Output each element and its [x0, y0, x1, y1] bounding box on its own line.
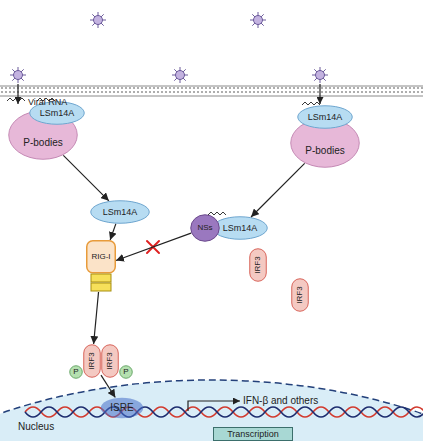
signal-arrow: [94, 292, 99, 344]
phosphate-circle: P: [119, 365, 133, 379]
phosphate-circle: P: [69, 365, 83, 379]
virus-particle: [90, 12, 106, 28]
entry-arrow: [319, 84, 320, 104]
signal-arrow: [110, 224, 116, 240]
irf3-protein: IRF3: [291, 278, 309, 312]
node-outline: [86, 240, 116, 292]
viral-rna: [302, 102, 320, 105]
virus-particle: [250, 12, 266, 28]
node-label: LSm14A: [223, 224, 258, 233]
irf3-protein: IRF3: [249, 248, 267, 282]
rig-i-receptor: RIG-I: [86, 240, 116, 292]
membrane-line: [0, 96, 423, 97]
node-label: LSm14A: [40, 109, 75, 118]
membrane-line: [0, 86, 423, 87]
node-label: IRF3: [88, 352, 96, 369]
nucleus-shape: Nucleus ISRE Transcription: [0, 375, 423, 441]
node-label: RIG-I: [91, 253, 110, 261]
node-label: IRF3: [254, 256, 262, 273]
free-label: Viral RNA: [28, 98, 67, 107]
viral-rna: [7, 98, 25, 101]
lsm14a-protein: LSm14A: [297, 105, 353, 129]
signal-arrow: [116, 233, 191, 260]
node-label: Nucleus: [18, 422, 54, 432]
virus-particle: [172, 67, 188, 83]
signal-arrow: [101, 375, 115, 397]
node-label: P: [73, 368, 78, 376]
node-label: IRF3: [106, 352, 114, 369]
node-label: LSm14A: [103, 208, 138, 217]
entry-arrow: [17, 84, 18, 104]
node-label: LSm14A: [308, 113, 343, 122]
irf3-protein: IRF3: [101, 344, 119, 378]
irf3-protein: IRF3: [83, 344, 101, 378]
signal-arrow: [251, 163, 305, 217]
transcription-arrow: [188, 401, 240, 411]
node-outline: [0, 375, 423, 441]
node-label: P: [123, 368, 128, 376]
lsm14a-protein: LSm14A: [212, 216, 268, 240]
virus-particle: [10, 67, 26, 83]
node-label: NSs: [197, 224, 212, 232]
transcription-box: Transcription: [213, 427, 293, 441]
nss-protein: NSs: [190, 214, 220, 242]
isre-region: ISRE: [100, 397, 144, 419]
virus-particle: [312, 67, 328, 83]
dna-helix: [25, 407, 423, 417]
node-label: ISRE: [110, 403, 133, 413]
node-label: IRF3: [296, 286, 304, 303]
cell-membrane: [0, 86, 423, 96]
block-cross: [147, 241, 159, 253]
viral-rna: [208, 212, 226, 215]
signal-arrow: [63, 155, 109, 201]
lsm14a-protein: LSm14A: [90, 200, 150, 224]
free-label: IFN-β and others: [243, 396, 318, 406]
node-label: P-bodies: [23, 138, 62, 148]
node-label: Transcription: [227, 430, 279, 439]
node-label: P-bodies: [305, 146, 344, 156]
